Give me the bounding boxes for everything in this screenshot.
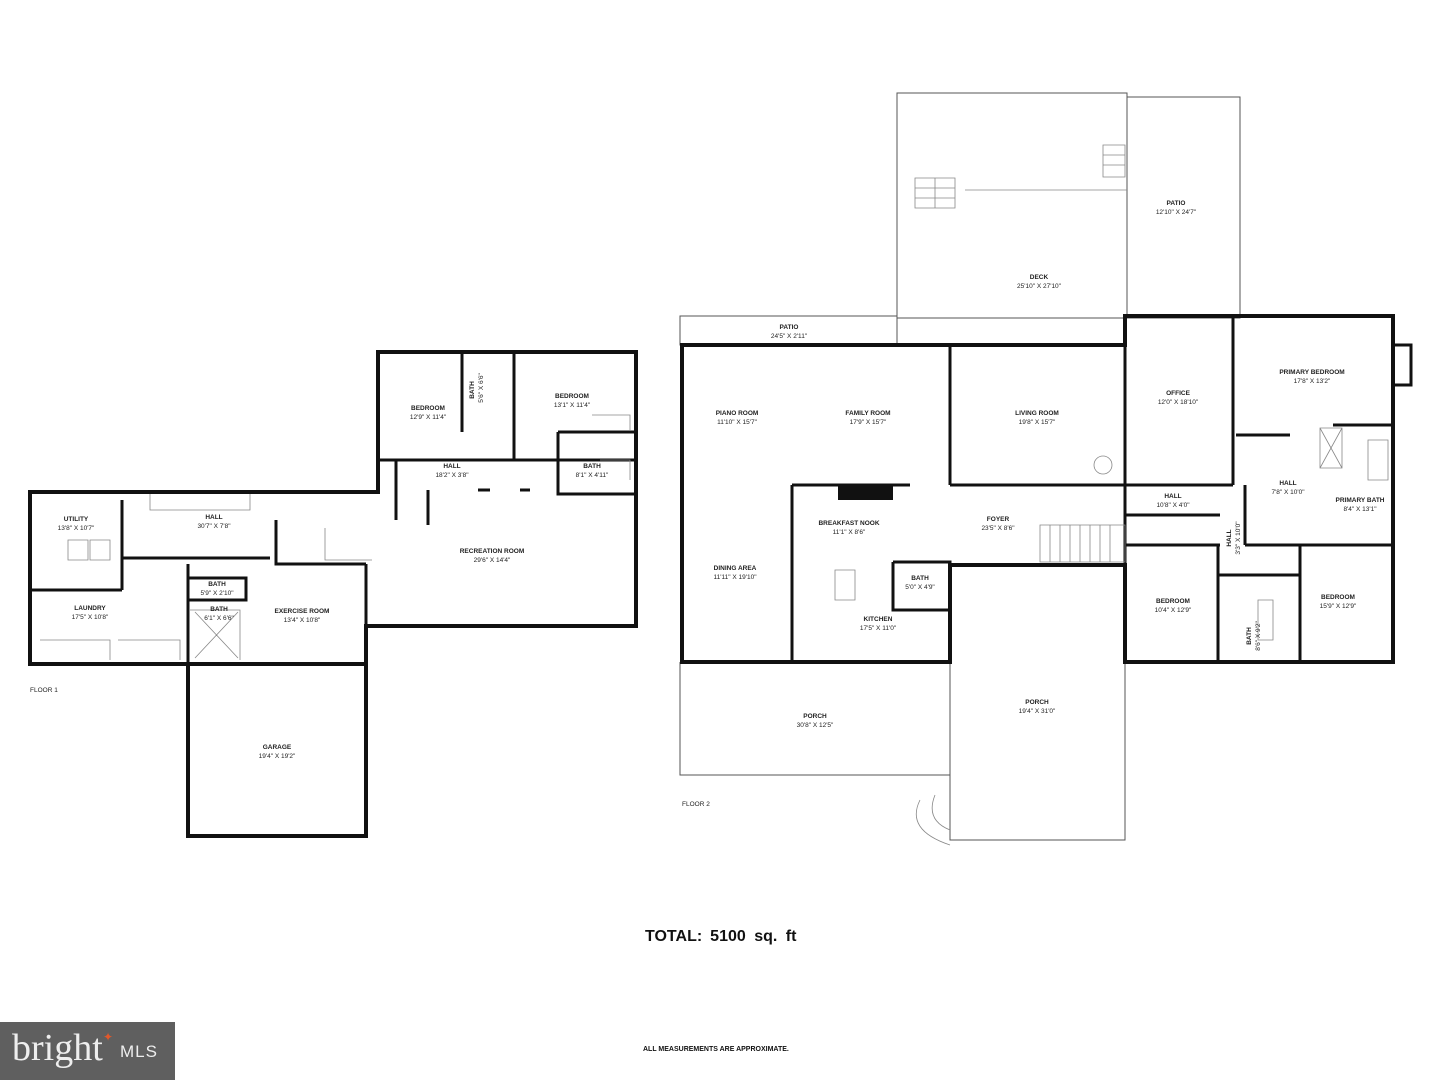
- room-name: BATH: [469, 381, 476, 399]
- room-dims: 24'5" X 2'11": [771, 333, 808, 340]
- room-dims: 17'8" X 13'2": [1294, 378, 1331, 385]
- measurement-note: ALL MEASUREMENTS ARE APPROXIMATE.: [643, 1046, 789, 1053]
- room-dims: 11'11" X 19'10": [714, 574, 758, 581]
- room-dims: 8'4" X 13'1": [1343, 506, 1377, 513]
- floor-2-plan: FLOOR 2 PATIO 12'10" X 24'7" DECK 25'10"…: [679, 92, 1413, 846]
- room-dims: 25'10" X 27'10": [1017, 283, 1062, 290]
- room-name: PATIO: [780, 324, 799, 331]
- room-dims: 12'10" X 24'7": [1156, 209, 1197, 216]
- room-name: HALL: [1226, 529, 1233, 546]
- room-name: UTILITY: [64, 516, 89, 523]
- room-dims: 3'3" X 10'0": [1235, 521, 1242, 555]
- logo-text: bright: [12, 1027, 103, 1069]
- room-dims: 5'0" X 4'9": [905, 584, 935, 591]
- room-dims: 12'9" X 11'4": [410, 414, 447, 421]
- room-dims: 17'9" X 15'7": [850, 419, 887, 426]
- room-name: LIVING ROOM: [1015, 410, 1059, 417]
- total-label: TOTAL:: [645, 928, 703, 945]
- room-dims: 5'9" X 2'10": [200, 590, 234, 597]
- room-dims: 17'5" X 10'8": [72, 614, 109, 621]
- floor-1-label: FLOOR 1: [30, 687, 58, 694]
- room-dims: 5'6" X 6'6": [478, 373, 485, 403]
- room-name: HALL: [1164, 493, 1181, 500]
- room-dims: 18'2" X 3'8": [435, 472, 469, 479]
- room-dims: 13'8" X 10'7": [58, 525, 95, 532]
- room-name: KITCHEN: [864, 616, 893, 623]
- room-name: PORCH: [803, 713, 827, 720]
- room-name: OFFICE: [1166, 390, 1190, 397]
- logo-suffix: MLS: [120, 1042, 158, 1061]
- floor-1-plan: FLOOR 1 BEDROOM 12'9" X 11'4" BATH 5'6" …: [28, 350, 638, 838]
- total-area: TOTAL: 5100 sq. ft: [645, 928, 796, 946]
- room-name: BATH: [1246, 627, 1253, 645]
- room-dims: 10'4" X 12'9": [1155, 607, 1192, 614]
- room-name: BATH: [208, 581, 226, 588]
- room-dims: 23'5" X 8'6": [981, 525, 1015, 532]
- room-dims: 8'1" X 4'11": [576, 472, 609, 479]
- room-name: FAMILY ROOM: [845, 410, 890, 417]
- room-name: BATH: [210, 606, 228, 613]
- room-dims: 19'8" X 15'7": [1019, 419, 1056, 426]
- logo-star-icon: ✦: [103, 1030, 114, 1044]
- total-value: 5100 sq. ft: [710, 928, 797, 945]
- room-dims: 13'1" X 11'4": [554, 402, 591, 409]
- room-name: BEDROOM: [1156, 598, 1190, 605]
- room-dims: 30'7" X 7'8": [197, 523, 231, 530]
- room-name: BREAKFAST NOOK: [818, 520, 879, 527]
- room-dims: 19'4" X 31'0": [1019, 708, 1056, 715]
- room-name: BEDROOM: [1321, 594, 1355, 601]
- room-name: GARAGE: [263, 744, 292, 751]
- room-dims: 11'1" X 8'6": [833, 529, 866, 536]
- room-labels-floor-1: BEDROOM 12'9" X 11'4" BATH 5'6" X 6'6" B…: [58, 373, 609, 760]
- room-name: HALL: [443, 463, 460, 470]
- room-name: DINING AREA: [714, 565, 757, 572]
- room-dims: 12'0" X 18'10": [1158, 399, 1199, 406]
- room-name: PIANO ROOM: [716, 410, 759, 417]
- room-name: BEDROOM: [411, 405, 445, 412]
- room-name: BEDROOM: [555, 393, 589, 400]
- room-name: HALL: [1279, 480, 1296, 487]
- room-labels-floor-2: PATIO 12'10" X 24'7" DECK 25'10" X 27'10…: [714, 200, 1385, 729]
- room-name: LAUNDRY: [74, 605, 106, 612]
- room-name: FOYER: [987, 516, 1010, 523]
- room-dims: 15'9" X 12'9": [1320, 603, 1357, 610]
- room-name: BATH: [583, 463, 601, 470]
- room-dims: 10'8" X 4'0": [1156, 502, 1190, 509]
- room-dims: 8'6" X 9'2": [1255, 621, 1262, 651]
- room-name: BATH: [911, 575, 929, 582]
- room-name: HALL: [205, 514, 222, 521]
- room-name: PORCH: [1025, 699, 1049, 706]
- room-dims: 30'8" X 12'5": [797, 722, 834, 729]
- room-dims: 11'10" X 15'7": [717, 419, 758, 426]
- bright-mls-logo: bright ✦ MLS: [0, 1022, 175, 1080]
- room-dims: 19'4" X 19'2": [259, 753, 296, 760]
- room-name: RECREATION ROOM: [460, 548, 525, 555]
- room-name: DECK: [1030, 274, 1049, 281]
- room-dims: 7'8" X 10'0": [1271, 489, 1305, 496]
- room-name: PRIMARY BEDROOM: [1279, 369, 1344, 376]
- room-dims: 13'4" X 10'8": [284, 617, 321, 624]
- room-dims: 17'5" X 11'0": [860, 625, 897, 632]
- room-name: EXERCISE ROOM: [275, 608, 330, 615]
- room-dims: 29'6" X 14'4": [474, 557, 511, 564]
- room-name: PATIO: [1167, 200, 1186, 207]
- room-dims: 6'1" X 6'6": [204, 615, 234, 622]
- room-name: PRIMARY BATH: [1336, 497, 1385, 504]
- floor-2-label: FLOOR 2: [682, 801, 710, 808]
